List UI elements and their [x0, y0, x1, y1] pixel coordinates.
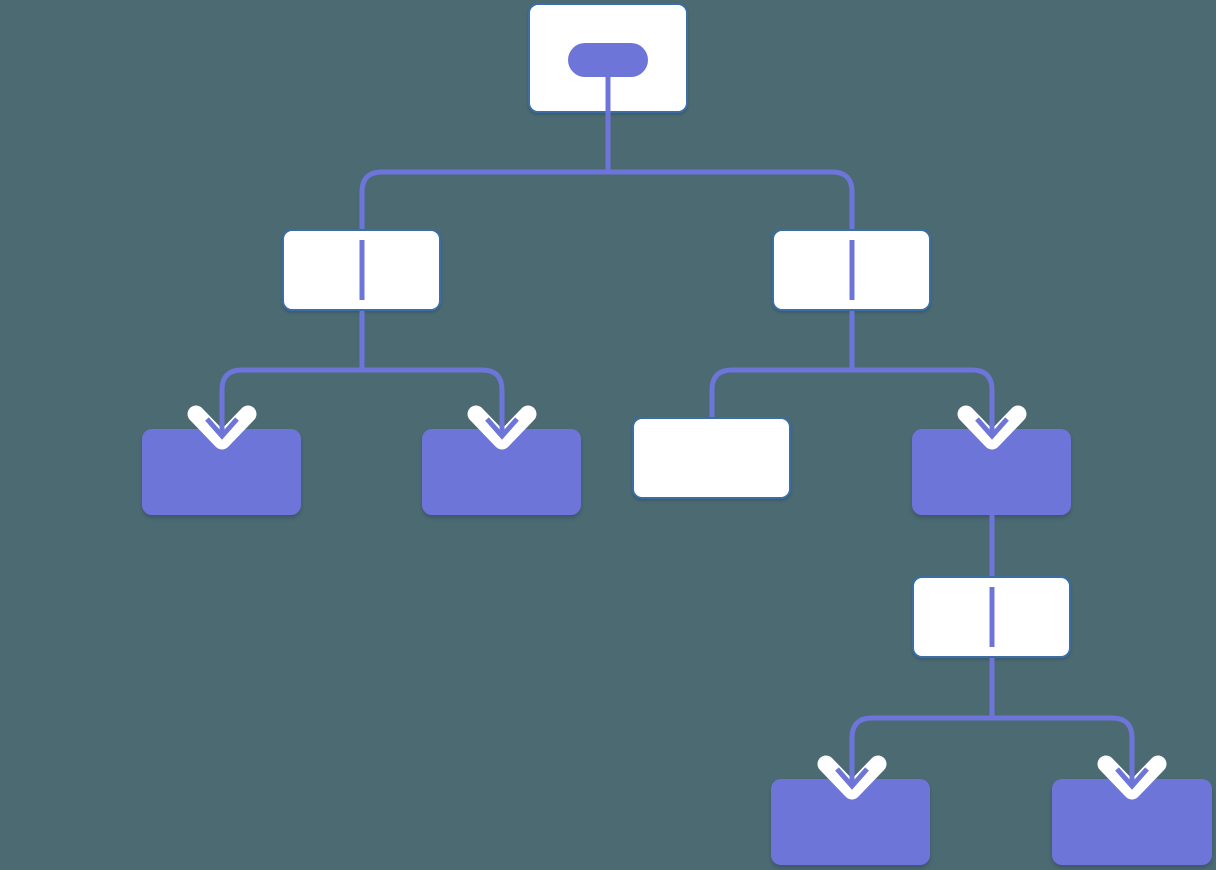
node-right-2-a[interactable] — [771, 779, 930, 865]
root-pill-shape — [568, 43, 648, 77]
edge-right1-to-a — [709, 367, 852, 417]
node-right-2[interactable] — [912, 576, 1071, 658]
edge-left1-to-a — [219, 367, 362, 432]
edge-left1-to-b — [362, 367, 505, 432]
edge-right2-to-a — [849, 715, 992, 782]
node-left-1-a[interactable] — [142, 429, 301, 515]
node-right-1[interactable] — [772, 229, 931, 311]
edge-right2-to-b — [992, 715, 1135, 782]
node-right-2-b[interactable] — [1052, 779, 1212, 865]
node-left-1-b[interactable] — [422, 429, 581, 515]
node-left-1[interactable] — [282, 229, 441, 311]
edge-root-to-right1 — [608, 169, 855, 229]
node-root[interactable] — [528, 3, 688, 113]
edge-root-to-left1 — [359, 169, 608, 229]
node-right-1-a[interactable] — [632, 417, 791, 499]
edge-right1-to-b — [852, 367, 995, 432]
node-right-1-b[interactable] — [912, 429, 1071, 515]
